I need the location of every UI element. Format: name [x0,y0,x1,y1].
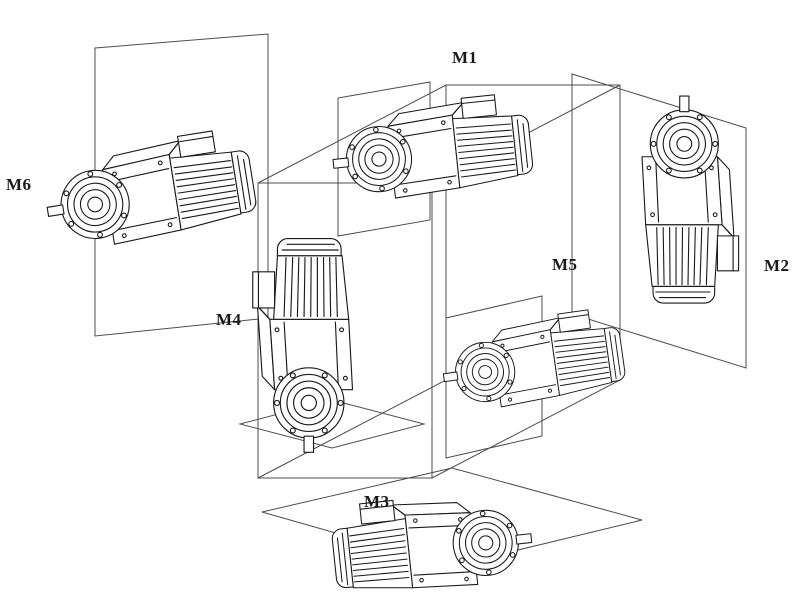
position-label-m1: M1 [452,48,478,67]
mounting-plane-m5 [445,295,543,459]
gearmotor-m1-drawing [327,91,536,205]
position-label-m4: M4 [216,310,242,329]
position-label-m2: M2 [764,256,790,275]
position-label-m3: M3 [364,492,390,511]
gearmotor-m2-drawing [641,95,740,304]
position-label-m5: M5 [552,255,578,274]
position-label-m6: M6 [6,175,32,194]
gearmotor-m3-drawing [328,485,537,600]
mounting-plane-m1 [337,81,431,237]
gearmotor-m6-drawing [38,125,260,255]
